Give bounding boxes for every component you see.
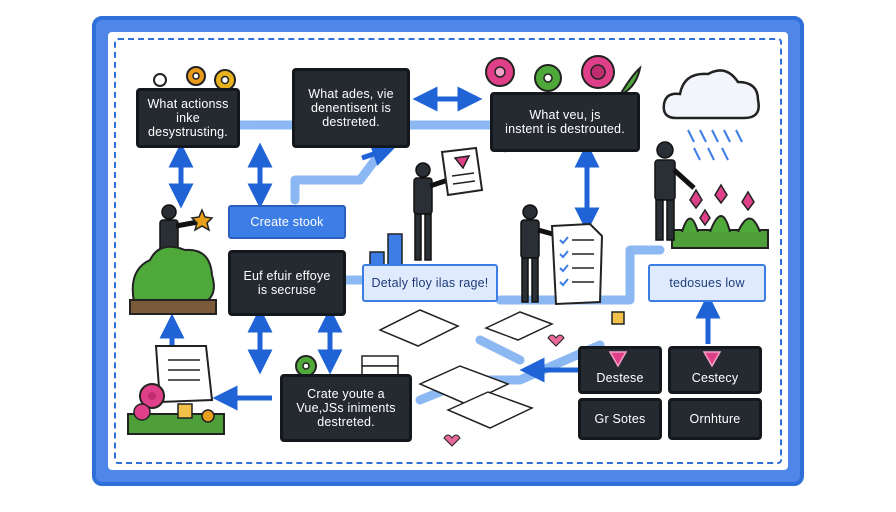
rose-icon — [581, 55, 615, 89]
document-icon — [154, 345, 214, 404]
document-icon — [440, 146, 484, 197]
grid-cell-gr-sotes: Gr Sotes — [578, 398, 662, 440]
node-create-stook: Create stook — [228, 205, 346, 239]
person-figure — [413, 162, 449, 261]
gear-icon — [214, 69, 236, 91]
grid-cell-ornhture: Ornhture — [668, 398, 762, 440]
node-mid-left: Euf efuir effoye is secruse — [228, 250, 346, 316]
paper-sheets-icon — [378, 309, 554, 429]
node-mid-right: tedosues low — [648, 264, 766, 302]
node-bottom-center: Crate youte a Vue,JSs iniments destreted… — [280, 374, 412, 442]
cloud-icon — [662, 69, 760, 120]
heart-icon — [443, 334, 565, 447]
tulip-garden-icon — [671, 183, 769, 249]
dashed-border — [114, 38, 782, 464]
gear-icon — [186, 66, 206, 86]
cell-label: Cestecy — [691, 371, 739, 385]
node-top-mid: What ades, vie denentisent is destreted. — [292, 68, 410, 148]
checklist-icon — [550, 222, 604, 306]
node-mid-center: Detaly floy ilas rage! — [362, 264, 498, 302]
leaf-icon — [617, 65, 642, 98]
coin-stack-icon — [369, 233, 403, 267]
node-top-right: What veu, js instent is destrouted. — [490, 92, 640, 152]
arrow-diag — [361, 142, 397, 166]
gear-icon — [153, 73, 167, 87]
flower-pot-icon — [127, 383, 225, 435]
cell-label: Destese — [596, 371, 644, 385]
grid-cell-cestecy: Cestecy — [668, 346, 762, 394]
green-gear-icon — [295, 355, 317, 377]
rain-icon — [687, 129, 743, 161]
bush-icon — [129, 245, 217, 315]
grid-cell-destese: Destese — [578, 346, 662, 394]
node-top-left: What actionss inke desystrusting. — [136, 88, 240, 148]
star-icon — [190, 208, 214, 232]
person-figure — [654, 141, 696, 241]
pink-flower-icon — [485, 57, 515, 87]
green-gear-icon — [534, 64, 562, 92]
connector-arrows — [159, 86, 721, 411]
